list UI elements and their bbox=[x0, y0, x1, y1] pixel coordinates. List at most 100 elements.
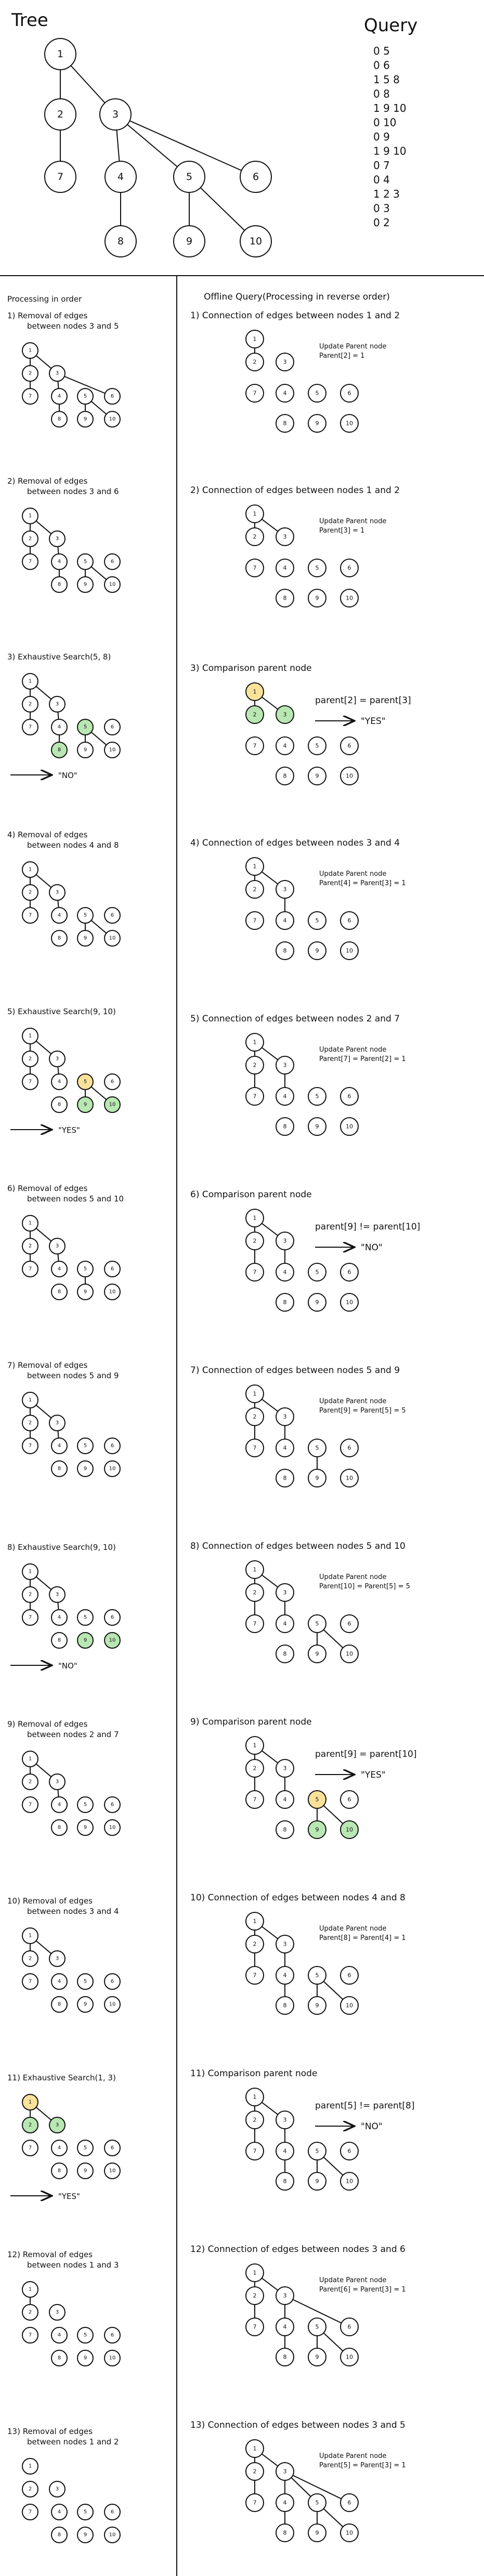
forest-node bbox=[22, 553, 38, 570]
query-line: 0 5 bbox=[373, 45, 390, 57]
forest-node bbox=[308, 1087, 326, 1106]
forest-node-label: 9 bbox=[84, 936, 87, 941]
forest-node bbox=[51, 2504, 68, 2520]
forest-node bbox=[22, 365, 38, 382]
forest-node bbox=[77, 1460, 94, 1477]
tree-node bbox=[240, 225, 272, 257]
forest-node bbox=[340, 2318, 359, 2336]
forest-node bbox=[51, 576, 68, 593]
forest-node bbox=[22, 2504, 38, 2520]
query-line: 0 7 bbox=[373, 159, 390, 172]
tree-node bbox=[104, 161, 137, 193]
forest-node-label: 6 bbox=[348, 1972, 351, 1979]
forest-node bbox=[104, 2327, 121, 2344]
forest-node bbox=[77, 1973, 94, 1990]
forest-node bbox=[104, 1996, 121, 2013]
forest-node bbox=[49, 365, 66, 382]
forest-node bbox=[340, 941, 359, 960]
update-note: Update Parent node bbox=[319, 1573, 386, 1581]
forest-node bbox=[340, 589, 359, 607]
forest-node bbox=[77, 2350, 94, 2366]
forest-node bbox=[245, 1033, 264, 1052]
tree-node bbox=[240, 161, 272, 193]
forest-node-label: 3 bbox=[283, 534, 287, 540]
forest-node bbox=[245, 705, 264, 724]
forest-node bbox=[245, 1736, 264, 1755]
forest-node bbox=[276, 2172, 294, 2191]
forest-node bbox=[245, 911, 264, 930]
forest-node bbox=[22, 530, 38, 547]
forest-node bbox=[276, 2493, 294, 2512]
forest-node bbox=[51, 388, 68, 405]
tree-node bbox=[104, 225, 137, 257]
forest-node bbox=[22, 1415, 38, 1431]
forest-node-label: 3 bbox=[56, 890, 59, 896]
forest-node-label: 4 bbox=[283, 2148, 287, 2155]
forest-node bbox=[22, 1073, 38, 1090]
forest-node bbox=[308, 1645, 326, 1663]
forest-node-label: 9 bbox=[84, 1466, 87, 1472]
forest-node bbox=[104, 2140, 121, 2156]
update-note: Parent[9] = Parent[5] = 5 bbox=[319, 1407, 406, 1415]
update-note: Update Parent node bbox=[319, 1925, 386, 1933]
forest-node-label: 1 bbox=[29, 2100, 32, 2105]
forest-node bbox=[51, 907, 68, 924]
left-step-title: 5) Exhaustive Search(9, 10) bbox=[7, 1007, 116, 1016]
forest-node-label: 5 bbox=[84, 2333, 87, 2338]
forest-node-label: 1 bbox=[253, 1215, 257, 1222]
forest-node bbox=[77, 2504, 94, 2520]
forest-node bbox=[77, 576, 94, 593]
forest-node bbox=[245, 2088, 264, 2106]
forest-node bbox=[276, 2318, 294, 2336]
forest-node-label: 2 bbox=[29, 2487, 32, 2492]
forest-node bbox=[22, 1973, 38, 1990]
forest-node-label: 6 bbox=[348, 2148, 351, 2155]
forest-node bbox=[245, 2263, 264, 2282]
forest-node-label: 9 bbox=[84, 2355, 87, 2361]
forest-node bbox=[77, 1609, 94, 1626]
forest-node bbox=[104, 1261, 121, 1277]
forest-node-label: 1 bbox=[253, 1918, 257, 1925]
forest-node-label: 3 bbox=[283, 1589, 287, 1596]
forest-node-label: 10 bbox=[346, 2530, 353, 2536]
forest-node-label: 7 bbox=[29, 913, 32, 918]
forest-node-label: 5 bbox=[84, 1979, 87, 1985]
forest-node-label: 2 bbox=[253, 1589, 257, 1596]
forest-node bbox=[22, 1796, 38, 1813]
forest-node-label: 4 bbox=[283, 1093, 287, 1100]
forest-node-label: 1 bbox=[29, 1569, 32, 1575]
forest-node bbox=[340, 1790, 359, 1809]
forest-node-label: 5 bbox=[316, 917, 319, 924]
forest-node bbox=[245, 1056, 264, 1075]
forest-node-label: 4 bbox=[283, 390, 287, 397]
query-line: 1 9 10 bbox=[373, 145, 407, 158]
right-column: 1) Connection of edges between nodes 1 a… bbox=[190, 310, 420, 2542]
forest-node-label: 7 bbox=[253, 1972, 257, 1979]
forest-node bbox=[340, 1996, 359, 2015]
forest-node-label: 9 bbox=[84, 747, 87, 753]
right-step: 12) Connection of edges between nodes 3 … bbox=[190, 2244, 406, 2366]
forest-node bbox=[51, 1796, 68, 1813]
forest-node-label: 8 bbox=[283, 420, 287, 427]
left-step-title: 4) Removal of edges bbox=[7, 830, 88, 839]
forest-node-label: 10 bbox=[346, 2354, 353, 2361]
update-note: Update Parent node bbox=[319, 2452, 386, 2460]
forest-node-label: 1 bbox=[253, 2445, 257, 2452]
right-step: 13) Connection of edges between nodes 3 … bbox=[190, 2420, 406, 2542]
forest-node-label: 2 bbox=[29, 1956, 32, 1962]
forest-node-label: 5 bbox=[316, 2324, 319, 2331]
forest-node-label: 6 bbox=[348, 2500, 351, 2506]
forest-node bbox=[104, 2163, 121, 2179]
forest-node bbox=[104, 1973, 121, 1990]
left-step-result: "NO" bbox=[58, 771, 77, 780]
left-step-title: between nodes 5 and 10 bbox=[27, 1194, 124, 1203]
forest-node-label: 4 bbox=[283, 565, 287, 572]
update-note: Parent[3] = 1 bbox=[319, 527, 364, 535]
